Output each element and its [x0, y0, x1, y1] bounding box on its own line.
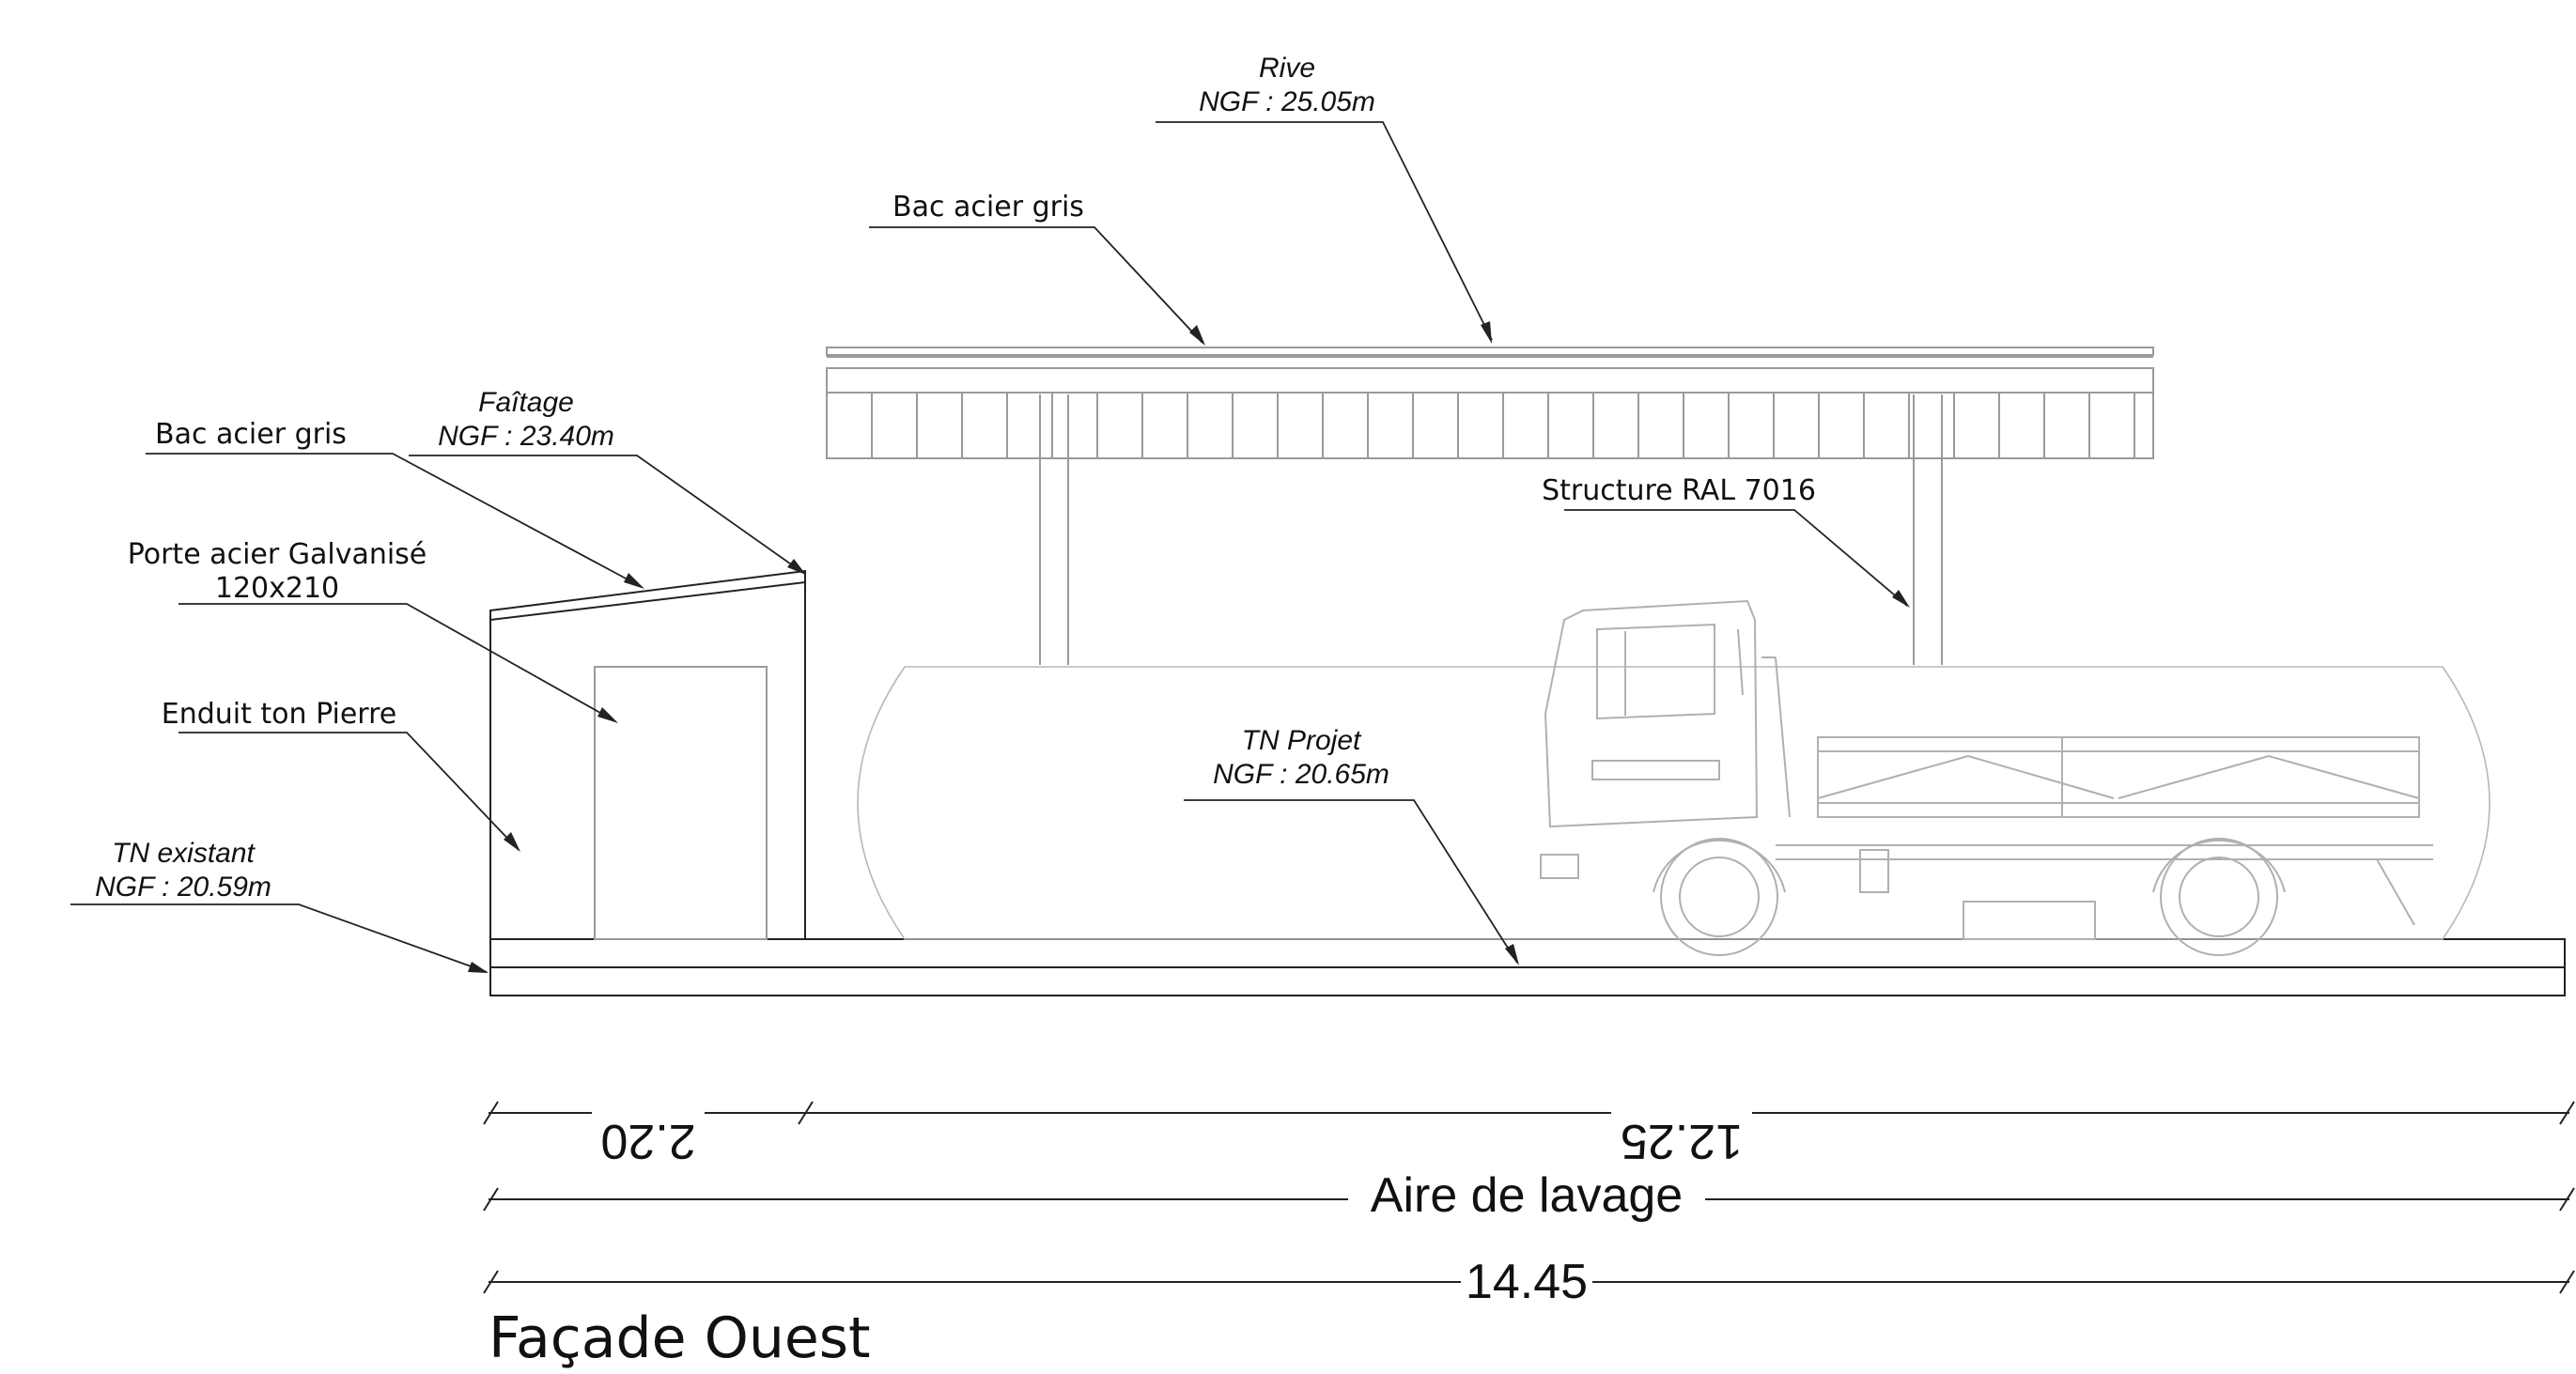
- dim-aire-de-lavage: Aire de lavage: [1371, 1168, 1683, 1223]
- technical-room: [489, 569, 806, 940]
- rive-ngf: NGF : 25.05m: [1199, 86, 1375, 117]
- tn-existant-title: TN existant: [112, 838, 256, 869]
- annotations: Rive NGF : 25.05m Bac acier gris Faîtage…: [95, 53, 1816, 903]
- leader-lines: [70, 121, 1910, 973]
- drawing-title: Façade Ouest: [489, 1305, 871, 1371]
- dimension-lines: 2.20 12.25 Aire de lavage 14.45: [483, 1085, 2575, 1309]
- enduit-label: Enduit ton Pierre: [162, 698, 397, 731]
- tn-existant-ngf: NGF : 20.59m: [95, 872, 272, 903]
- dim-left-span: 2.20: [600, 1114, 695, 1168]
- dim-right-span: 12.25: [1621, 1114, 1743, 1168]
- tn-projet-title: TN Projet: [1242, 725, 1362, 756]
- rive-title: Rive: [1259, 53, 1315, 84]
- tank-outline: [857, 666, 2491, 940]
- bac-acier-gris-top: Bac acier gris: [892, 191, 1084, 224]
- bac-acier-gris-left: Bac acier gris: [155, 418, 347, 451]
- canopy: [826, 347, 2154, 665]
- faitage-title: Faîtage: [478, 387, 574, 418]
- truck: [1540, 599, 2433, 956]
- porte-label-line1: Porte acier Galvanisé: [128, 538, 427, 571]
- canopy-ribs: [871, 393, 2135, 458]
- door: [594, 666, 768, 940]
- tn-projet-ngf: NGF : 20.65m: [1213, 759, 1389, 790]
- faitage-ngf: NGF : 23.40m: [438, 421, 614, 452]
- dim-total: 14.45: [1466, 1255, 1588, 1309]
- porte-label-line2: 120x210: [215, 572, 339, 605]
- ground-slab: [489, 938, 2566, 996]
- structure-label: Structure RAL 7016: [1542, 474, 1816, 507]
